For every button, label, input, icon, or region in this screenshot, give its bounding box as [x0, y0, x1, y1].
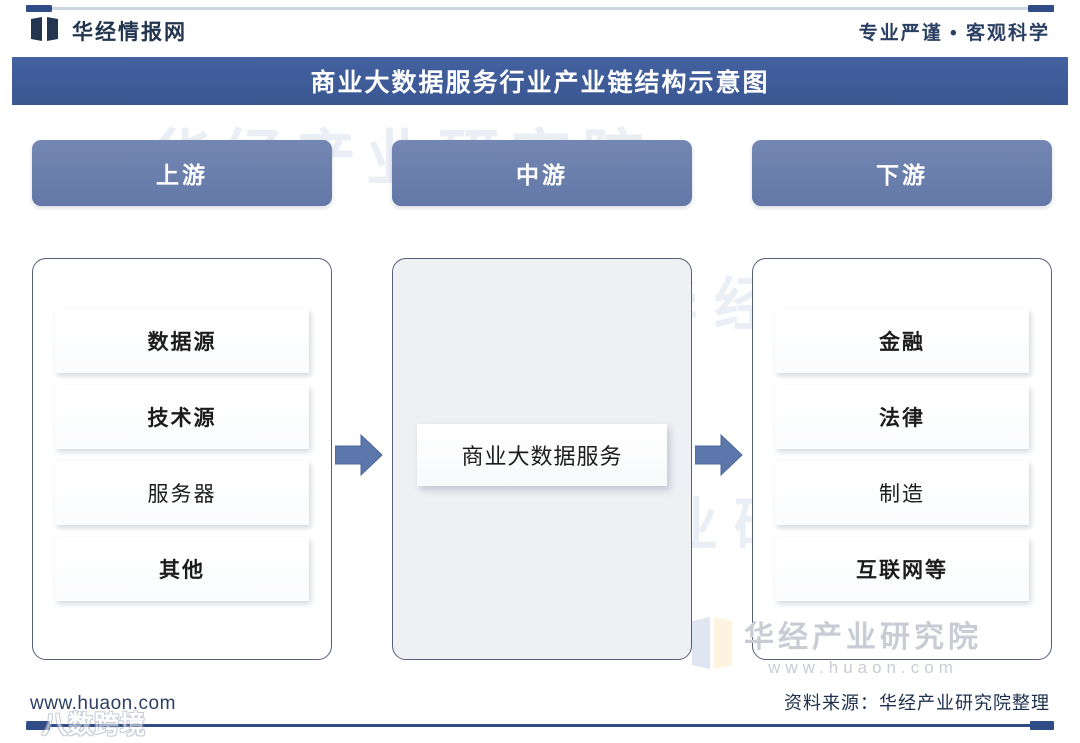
brand-name: 华经情报网	[72, 21, 187, 44]
column-header-upstream: 上游	[32, 140, 332, 206]
column-body-downstream: 金融 法律 制造 互联网等	[752, 258, 1052, 660]
list-item-label: 技术源	[147, 406, 217, 430]
arrow-right-icon-upstream-to-midstream	[334, 433, 383, 477]
list-item-label: 互联网等	[856, 558, 948, 582]
column-upstream: 上游 数据源 技术源 服务器 其他	[32, 140, 332, 660]
list-item-label: 商业大数据服务	[461, 444, 623, 469]
header-divider-cap-left	[26, 5, 52, 12]
list-item[interactable]: 数据源	[55, 309, 309, 373]
page-footer: www.huaon.com 资料来源：华经产业研究院整理	[0, 683, 1080, 743]
list-item[interactable]: 其他	[55, 537, 309, 601]
list-item[interactable]: 服务器	[55, 461, 309, 525]
column-downstream: 下游 金融 法律 制造 互联网等	[752, 140, 1052, 660]
list-item[interactable]: 技术源	[55, 385, 309, 449]
list-item[interactable]: 互联网等	[775, 537, 1029, 601]
column-midstream: 中游 商业大数据服务	[392, 140, 692, 660]
list-item-label: 数据源	[147, 330, 217, 354]
column-header-downstream-label: 下游	[876, 163, 928, 188]
value-chain-diagram: 上游 数据源 技术源 服务器 其他	[0, 140, 1080, 680]
footer-divider	[26, 724, 1054, 727]
footer-source: 资料来源：华经产业研究院整理	[784, 693, 1050, 713]
page-title: 商业大数据服务行业产业链结构示意图	[310, 70, 770, 97]
list-item-label: 制造	[879, 482, 925, 506]
column-header-midstream: 中游	[392, 140, 692, 206]
footer-divider-cap-right	[1030, 721, 1054, 730]
list-item[interactable]: 商业大数据服务	[417, 424, 667, 486]
header-divider	[26, 7, 1054, 10]
arrow-right-icon-midstream-to-downstream	[694, 433, 743, 477]
footer-divider-cap-left	[26, 721, 50, 730]
column-header-upstream-label: 上游	[156, 163, 208, 188]
list-item[interactable]: 金融	[775, 309, 1029, 373]
list-item-label: 法律	[879, 406, 925, 430]
list-item[interactable]: 制造	[775, 461, 1029, 525]
list-item-label: 服务器	[147, 482, 217, 506]
list-item[interactable]: 法律	[775, 385, 1029, 449]
column-header-downstream: 下游	[752, 140, 1052, 206]
brand: 华经情报网	[30, 16, 187, 46]
header-divider-cap-right	[1028, 5, 1054, 12]
upstream-item-list: 数据源 技术源 服务器 其他	[55, 309, 309, 601]
column-body-midstream: 商业大数据服务	[392, 258, 692, 660]
column-body-upstream: 数据源 技术源 服务器 其他	[32, 258, 332, 660]
column-header-midstream-label: 中游	[516, 163, 568, 188]
list-item-label: 其他	[159, 558, 205, 582]
list-item-label: 金融	[879, 330, 925, 354]
book-logo-icon	[30, 16, 60, 46]
page-header: 华经情报网 专业严谨 • 客观科学	[0, 12, 1080, 52]
downstream-item-list: 金融 法律 制造 互联网等	[775, 309, 1029, 601]
title-bar: 商业大数据服务行业产业链结构示意图	[12, 57, 1068, 105]
header-tagline: 专业严谨 • 客观科学	[858, 23, 1050, 44]
midstream-card-wrap: 商业大数据服务	[417, 424, 667, 486]
footer-url[interactable]: www.huaon.com	[30, 693, 176, 714]
